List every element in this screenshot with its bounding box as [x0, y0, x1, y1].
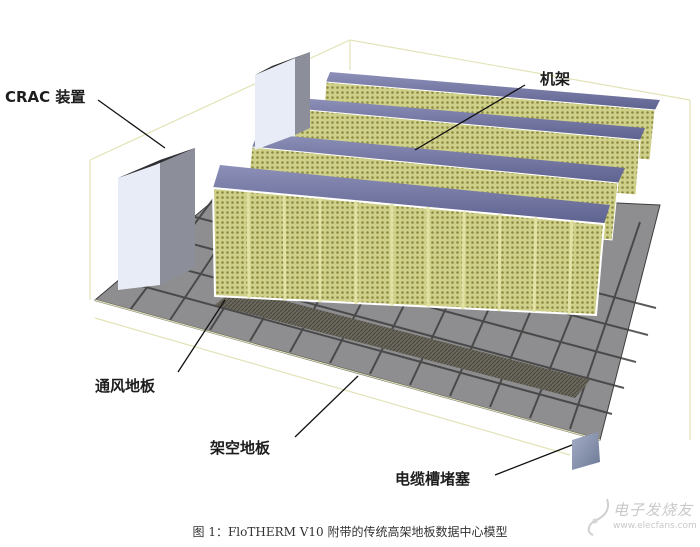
label-vent-floor: 通风地板	[95, 377, 156, 395]
crac-unit-front	[118, 148, 195, 290]
room-outline	[89, 39, 691, 440]
watermark-url: www.elecfans.com	[613, 521, 697, 531]
label-raised-floor: 架空地板	[210, 439, 271, 457]
figure-caption: 图 1：FloTHERM V10 附带的传统高架地板数据中心模型	[192, 525, 508, 539]
label-crac: CRAC 装置	[5, 88, 86, 106]
label-cable-plug: 电缆槽堵塞	[395, 470, 471, 488]
crac-unit-back	[255, 52, 310, 150]
rack-row-1	[211, 165, 610, 317]
watermark-logo-icon	[587, 498, 609, 536]
label-rack: 机架	[540, 70, 571, 88]
leader-lines	[97, 84, 573, 476]
cable-plug	[572, 432, 600, 470]
watermark-brand: 电子发烧友	[613, 501, 694, 519]
watermark: 电子发烧友 www.elecfans.com	[583, 497, 698, 542]
